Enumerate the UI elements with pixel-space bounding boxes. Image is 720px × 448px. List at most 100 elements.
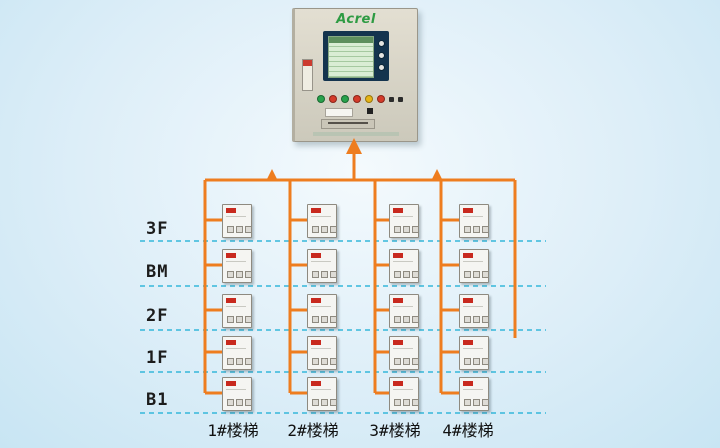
monitor-device [222,249,252,283]
indicator-led [317,95,325,103]
device-brand-chip [226,340,236,345]
device-key [321,271,328,278]
monitor-device [307,249,337,283]
device-keys [394,358,419,365]
device-keys [227,399,252,406]
toggle-switch [398,96,403,102]
name-plate [325,108,353,117]
device-key [245,399,252,406]
device-key [394,358,401,365]
monitor-device [222,377,252,411]
indicator-led [353,95,361,103]
indicator-led [329,95,337,103]
device-divider [463,348,483,349]
device-keys [394,399,419,406]
device-divider [463,306,483,307]
stairway-label: 2#楼梯 [287,421,339,440]
device-key [394,399,401,406]
device-key [245,316,252,323]
device-key [464,271,471,278]
device-divider [393,306,413,307]
device-key [464,399,471,406]
device-key [482,399,489,406]
device-key [330,316,337,323]
device-key [464,226,471,233]
device-key [245,271,252,278]
device-key [330,358,337,365]
display-screen [323,31,389,81]
screen-header-bar [329,37,373,43]
device-divider [463,389,483,390]
device-keys [394,316,419,323]
floor-label: 2F [146,306,169,326]
device-divider [393,348,413,349]
device-key [412,271,419,278]
monitor-device [459,249,489,283]
device-key [236,358,243,365]
indicator-led [341,95,349,103]
device-key [227,358,234,365]
device-brand-chip [393,298,403,303]
device-brand-chip [463,340,473,345]
device-divider [226,261,246,262]
device-key [312,358,319,365]
device-key [464,316,471,323]
cabinet-footer-text [313,132,399,136]
stairway-label: 4#楼梯 [442,421,494,440]
monitor-device [389,336,419,370]
device-divider [311,348,331,349]
device-divider [311,306,331,307]
device-key [245,358,252,365]
stairway-label: 3#楼梯 [369,421,421,440]
device-divider [311,261,331,262]
device-key [312,226,319,233]
screen-button [378,40,385,47]
device-divider [393,216,413,217]
floor-label: 1F [146,348,169,368]
device-brand-chip [311,381,321,386]
monitor-device [459,294,489,328]
device-keys [464,358,489,365]
monitor-device [222,294,252,328]
floor-label: BM [146,262,169,282]
device-key [330,399,337,406]
device-key [473,271,480,278]
device-divider [463,216,483,217]
device-keys [394,226,419,233]
device-brand-chip [226,208,236,213]
monitor-device [307,377,337,411]
monitor-cabinet: Acrel [292,8,418,142]
device-key [482,358,489,365]
device-keys [312,271,337,278]
device-key [312,271,319,278]
device-divider [226,348,246,349]
paper-slot [328,122,368,124]
device-key [412,358,419,365]
monitor-device [459,377,489,411]
monitor-device [459,336,489,370]
monitor-device [222,336,252,370]
level-gauge [302,59,313,91]
device-key [464,358,471,365]
device-key [321,358,328,365]
device-keys [464,316,489,323]
device-key [236,399,243,406]
device-brand-chip [393,340,403,345]
monitor-device [389,294,419,328]
device-key [403,226,410,233]
monitor-device [307,294,337,328]
floor-label: 3F [146,219,169,239]
device-key [245,226,252,233]
device-key [394,271,401,278]
device-keys [227,226,252,233]
device-brand-chip [393,253,403,258]
device-keys [227,358,252,365]
device-key [473,399,480,406]
device-key [236,271,243,278]
device-key [412,316,419,323]
device-divider [226,306,246,307]
device-key [227,316,234,323]
device-key [227,226,234,233]
device-brand-chip [463,381,473,386]
